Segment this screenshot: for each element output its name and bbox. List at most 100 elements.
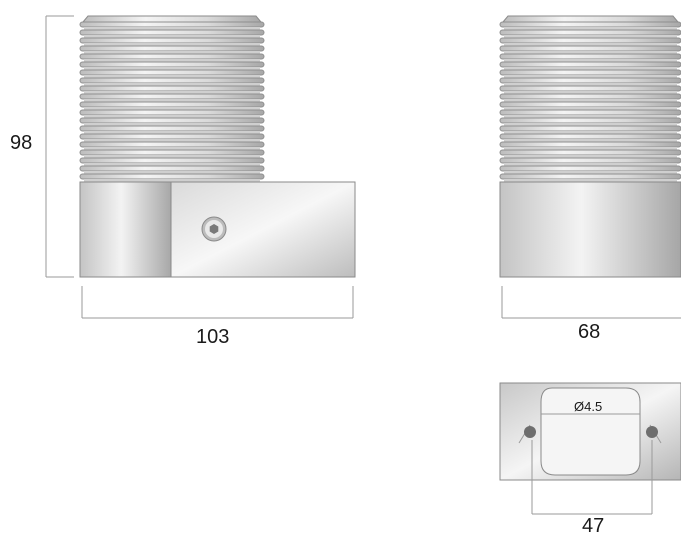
- side-width-dimension: 103: [81, 286, 354, 348]
- thread-rib: [79, 53, 265, 60]
- side-width-label: 103: [196, 326, 229, 348]
- mounting-cutout: [540, 387, 641, 476]
- height-dimension: 98: [10, 15, 74, 278]
- thread-core: [84, 43, 260, 46]
- thread-rib: [79, 165, 265, 172]
- height-label: 98: [10, 132, 32, 154]
- thread-rib: [79, 85, 265, 92]
- thread-core: [504, 163, 677, 166]
- thread-core: [504, 147, 677, 150]
- thread-core: [84, 59, 260, 62]
- hole-diameter-label: Ø4.5: [574, 399, 602, 414]
- thread-core: [504, 99, 677, 102]
- thread-rib: [499, 77, 681, 84]
- thread-core: [504, 35, 677, 38]
- thread-core: [504, 171, 677, 174]
- thread-rib: [79, 173, 265, 180]
- thread-core: [504, 155, 677, 158]
- thread-cap: [501, 15, 680, 23]
- thread-rib: [499, 29, 681, 36]
- hole-icon: [524, 426, 536, 438]
- hole-spacing-dimension: 47: [531, 440, 653, 534]
- thread-rib: [79, 61, 265, 68]
- thread-core: [84, 115, 260, 118]
- thread-rib: [499, 101, 681, 108]
- thread-rib: [499, 133, 681, 140]
- side-thread: [79, 15, 265, 182]
- thread-core: [504, 75, 677, 78]
- thread-rib: [499, 109, 681, 116]
- hole-spacing-label: 47: [582, 515, 604, 534]
- thread-rib: [79, 141, 265, 148]
- thread-core: [84, 51, 260, 54]
- thread-core: [84, 99, 260, 102]
- thread-core: [504, 123, 677, 126]
- thread-core: [84, 91, 260, 94]
- thread-core: [504, 91, 677, 94]
- thread-core: [504, 179, 677, 182]
- thread-core: [504, 139, 677, 142]
- thread-rib: [79, 37, 265, 44]
- thread-core: [504, 27, 677, 30]
- thread-core: [84, 163, 260, 166]
- thread-core: [84, 179, 260, 182]
- thread-rib: [79, 149, 265, 156]
- thread-rib: [499, 149, 681, 156]
- thread-rib: [499, 85, 681, 92]
- front-width-dimension: 68: [501, 286, 681, 343]
- thread-core: [84, 35, 260, 38]
- thread-core: [504, 59, 677, 62]
- thread-cap: [81, 15, 263, 23]
- thread-core: [84, 147, 260, 150]
- side-base-block: [79, 181, 173, 278]
- thread-rib: [499, 21, 681, 28]
- thread-rib: [79, 69, 265, 76]
- thread-rib: [79, 29, 265, 36]
- thread-rib: [79, 109, 265, 116]
- thread-core: [504, 43, 677, 46]
- side-arm-block: [170, 181, 356, 278]
- thread-rib: [79, 125, 265, 132]
- thread-rib: [499, 125, 681, 132]
- thread-core: [84, 139, 260, 142]
- thread-core: [504, 107, 677, 110]
- thread-rib: [499, 69, 681, 76]
- front-view: [499, 15, 681, 278]
- thread-core: [84, 27, 260, 30]
- hole-icon: [646, 426, 658, 438]
- thread-rib: [499, 173, 681, 180]
- thread-rib: [79, 21, 265, 28]
- front-thread: [499, 15, 681, 182]
- front-base-block: [499, 181, 681, 278]
- thread-core: [84, 75, 260, 78]
- thread-rib: [79, 45, 265, 52]
- thread-rib: [499, 117, 681, 124]
- thread-core: [84, 107, 260, 110]
- thread-rib: [79, 77, 265, 84]
- thread-core: [504, 67, 677, 70]
- thread-rib: [79, 101, 265, 108]
- thread-rib: [499, 37, 681, 44]
- thread-rib: [79, 133, 265, 140]
- thread-rib: [79, 93, 265, 100]
- side-view: [79, 15, 356, 278]
- thread-rib: [499, 45, 681, 52]
- thread-core: [84, 83, 260, 86]
- thread-core: [504, 51, 677, 54]
- thread-core: [504, 83, 677, 86]
- thread-rib: [499, 61, 681, 68]
- front-width-label: 68: [578, 321, 600, 343]
- thread-core: [84, 131, 260, 134]
- thread-core: [84, 67, 260, 70]
- thread-rib: [79, 157, 265, 164]
- hex-socket-icon: [201, 216, 227, 242]
- thread-rib: [499, 93, 681, 100]
- thread-rib: [499, 157, 681, 164]
- thread-core: [84, 171, 260, 174]
- thread-core: [84, 155, 260, 158]
- thread-core: [504, 131, 677, 134]
- thread-rib: [499, 141, 681, 148]
- thread-core: [504, 115, 677, 118]
- bottom-view: Ø4.5: [499, 382, 681, 481]
